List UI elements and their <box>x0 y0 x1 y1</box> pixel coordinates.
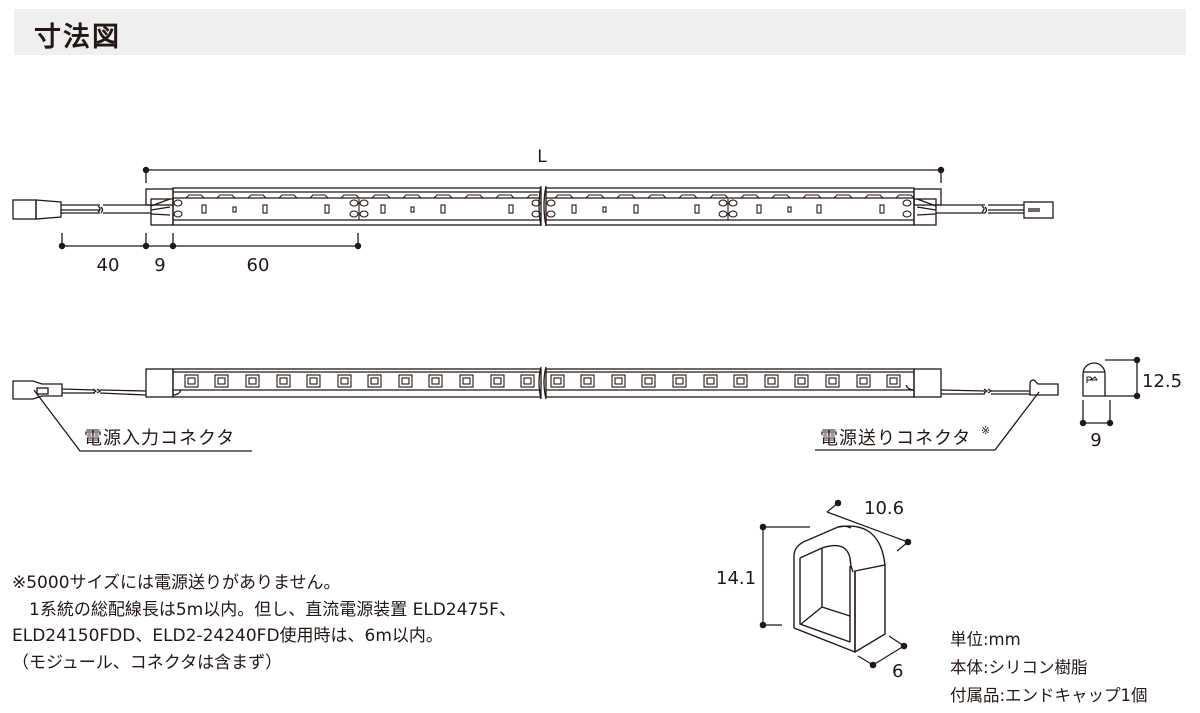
label-output-connector-mark: ※ <box>981 424 990 437</box>
note-line: ELD24150FDD、ELD2-24240FD使用時は、6m以内。 <box>12 626 443 646</box>
dim-cap-width: 10.6 <box>864 498 904 519</box>
dim-9: 9 <box>154 255 165 276</box>
dim-cross-width: 9 <box>1090 430 1101 451</box>
top-view: L <box>12 147 1054 276</box>
dim-cap-depth: 6 <box>892 661 903 682</box>
dim-cap-height: 14.1 <box>716 568 756 589</box>
dim-60: 60 <box>247 255 270 276</box>
note-line: ※5000サイズには電源送りがありません。 <box>12 573 341 593</box>
notes-block: ※5000サイズには電源送りがありません。 1系統の総配線長は5m以内。但し、直… <box>12 570 516 676</box>
end-cap-drawing: 10.6 14.1 6 <box>716 498 912 682</box>
spec-block: 単位:mm 本体:シリコン樹脂 付属品:エンドキャップ1個 <box>950 626 1148 710</box>
label-input-connector: 電源入力コネクタ <box>84 428 235 449</box>
note-line: （モジュール、コネクタは含まず） <box>12 652 283 673</box>
spec-accessory: 付属品:エンドキャップ1個 <box>950 686 1148 705</box>
page-title: 寸法図 <box>34 22 121 53</box>
spec-unit: 単位:mm <box>950 630 1021 649</box>
side-view: 電源入力コネクタ 電源送りコネクタ ※ <box>12 366 1059 452</box>
label-output-connector: 電源送りコネクタ <box>820 428 971 449</box>
dim-L: L <box>537 147 547 167</box>
spec-material: 本体:シリコン樹脂 <box>950 658 1088 677</box>
cross-section: 12.5 9 <box>1079 356 1182 451</box>
dim-cross-height: 12.5 <box>1142 371 1182 392</box>
section-header: 寸法図 <box>14 9 1186 55</box>
note-line: 1系統の総配線長は5m以内。但し、直流電源装置 ELD2475F、 <box>12 599 516 620</box>
dim-40: 40 <box>97 255 120 276</box>
